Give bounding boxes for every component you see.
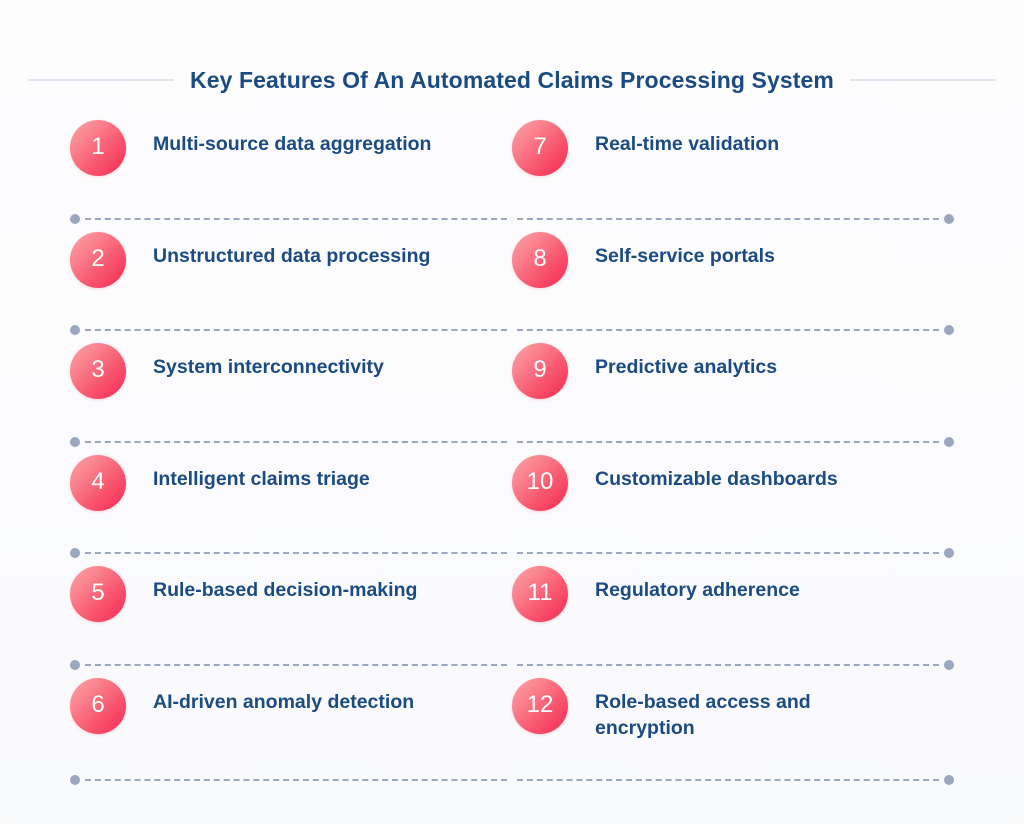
separator-dot	[70, 548, 80, 558]
separator-dashed-line	[85, 217, 507, 220]
feature-number-badge: 7	[512, 120, 568, 176]
feature-label: Predictive analytics	[595, 356, 778, 378]
separator-dashed-line	[85, 552, 507, 554]
separator-dashed-line	[85, 440, 507, 443]
title-rule-right	[849, 79, 996, 81]
separator-dot	[70, 774, 80, 785]
feature-number: 10	[526, 467, 554, 495]
separator-dot	[944, 213, 954, 224]
feature-row: 5 Rule-based decision-making 11 Regulato…	[70, 558, 954, 670]
row-separator-right	[512, 659, 954, 670]
separator-dot	[944, 436, 954, 447]
feature-number: 4	[91, 467, 105, 495]
feature-label: System interconnectivity	[153, 356, 384, 378]
separator-dashed-line	[85, 329, 507, 331]
row-separator-right	[512, 548, 954, 558]
feature-number: 2	[91, 244, 105, 272]
feature-label: Rule-based decision-making	[153, 579, 418, 601]
separator-dot	[944, 659, 954, 670]
separator-dot	[70, 659, 80, 670]
feature-item-10[interactable]: 10 Customizable dashboards	[512, 447, 954, 559]
feature-item-12[interactable]: 12 Role-based access and encryption	[512, 670, 954, 785]
feature-item-7[interactable]: 7 Real-time validation	[512, 112, 954, 224]
feature-label: AI-driven anomaly detection	[153, 690, 415, 713]
title-row: Key Features Of An Automated Claims Proc…	[28, 62, 996, 98]
feature-item-9[interactable]: 9 Predictive analytics	[512, 335, 954, 447]
feature-number-badge: 4	[70, 454, 126, 511]
feature-number-badge: 11	[512, 566, 568, 622]
row-separator-left	[70, 659, 512, 670]
separator-dashed-line	[517, 663, 939, 666]
separator-dashed-line	[517, 552, 939, 554]
feature-item-4[interactable]: 4 Intelligent claims triage	[70, 447, 512, 559]
row-separator-right	[512, 774, 954, 785]
feature-number: 5	[91, 579, 105, 606]
feature-label: Unstructured data processing	[153, 244, 431, 267]
title-rule-left	[28, 79, 175, 81]
feature-number: 3	[91, 356, 105, 383]
separator-dot	[70, 213, 80, 224]
separator-dashed-line	[85, 778, 507, 781]
page-title: Key Features Of An Automated Claims Proc…	[190, 66, 834, 93]
features-grid: 1 Multi-source data aggregation 7 Real-t…	[70, 112, 954, 785]
feature-row: 6 AI-driven anomaly detection 12 Role-ba…	[70, 670, 954, 785]
feature-label: Real-time validation	[595, 133, 780, 155]
separator-dashed-line	[517, 329, 939, 331]
feature-number-badge: 6	[70, 677, 126, 734]
feature-row: 4 Intelligent claims triage 10 Customiza…	[70, 447, 954, 559]
feature-number: 8	[533, 244, 547, 272]
feature-item-8[interactable]: 8 Self-service portals	[512, 224, 954, 336]
feature-number-badge: 2	[70, 231, 126, 288]
feature-number: 7	[533, 133, 547, 160]
feature-number: 1	[91, 133, 105, 160]
feature-number-badge: 8	[512, 231, 568, 288]
feature-number-badge: 10	[512, 454, 568, 511]
feature-number-badge: 5	[70, 566, 126, 622]
row-separator-right	[512, 436, 954, 447]
feature-number-badge: 1	[70, 120, 126, 176]
feature-label: Customizable dashboards	[595, 467, 838, 490]
feature-item-1[interactable]: 1 Multi-source data aggregation	[70, 112, 512, 224]
feature-item-2[interactable]: 2 Unstructured data processing	[70, 224, 512, 336]
feature-item-6[interactable]: 6 AI-driven anomaly detection	[70, 670, 512, 785]
feature-label: Multi-source data aggregation	[153, 133, 432, 155]
row-separator-left	[70, 774, 512, 785]
row-separator-right	[512, 325, 954, 335]
separator-dashed-line	[85, 663, 507, 666]
separator-dot	[944, 774, 954, 785]
separator-dashed-line	[517, 778, 939, 781]
feature-item-11[interactable]: 11 Regulatory adherence	[512, 558, 954, 670]
separator-dot	[70, 325, 80, 335]
feature-label: Intelligent claims triage	[153, 467, 370, 490]
separator-dot	[944, 325, 954, 335]
separator-dot	[944, 548, 954, 558]
feature-row: 2 Unstructured data processing 8 Self-se…	[70, 224, 954, 336]
feature-label: Regulatory adherence	[595, 579, 800, 601]
feature-number: 9	[533, 356, 547, 383]
feature-number: 12	[526, 690, 554, 718]
row-separator-left	[70, 436, 512, 447]
separator-dashed-line	[517, 217, 939, 220]
feature-item-5[interactable]: 5 Rule-based decision-making	[70, 558, 512, 670]
feature-item-3[interactable]: 3 System interconnectivity	[70, 335, 512, 447]
separator-dashed-line	[517, 440, 939, 443]
feature-label: Role-based access and encryption	[595, 690, 811, 740]
row-separator-left	[70, 213, 512, 224]
row-separator-left	[70, 548, 512, 558]
feature-number-badge: 3	[70, 343, 126, 399]
feature-label: Self-service portals	[595, 244, 775, 267]
feature-number-badge: 9	[512, 343, 568, 399]
feature-row: 1 Multi-source data aggregation 7 Real-t…	[70, 112, 954, 224]
feature-row: 3 System interconnectivity 9 Predictive …	[70, 335, 954, 447]
row-separator-left	[70, 325, 512, 335]
feature-number: 11	[527, 579, 553, 606]
feature-number: 6	[91, 690, 105, 718]
feature-number-badge: 12	[512, 677, 568, 734]
row-separator-right	[512, 213, 954, 224]
separator-dot	[70, 436, 80, 447]
